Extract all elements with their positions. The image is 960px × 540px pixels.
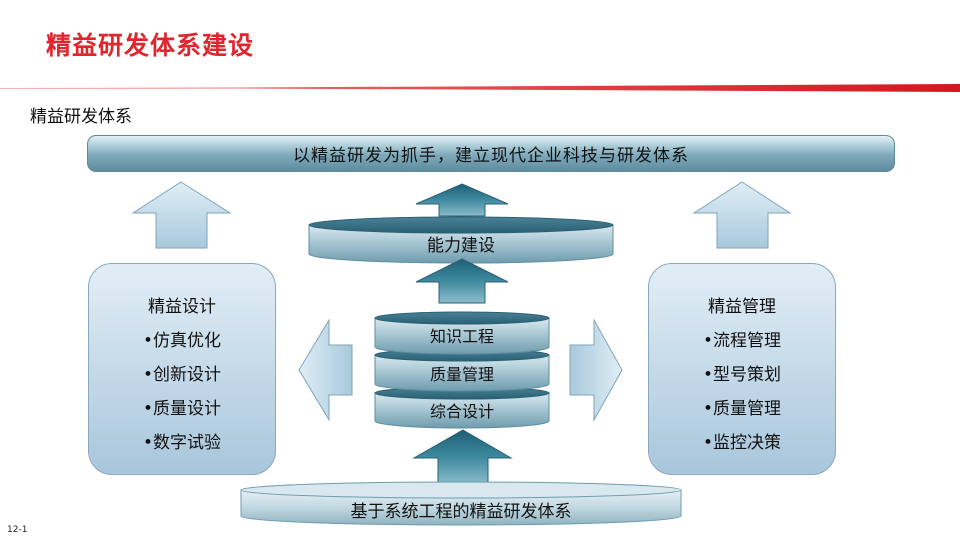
center-up-arrow-middle-icon bbox=[415, 258, 509, 304]
slide-title: 精益研发体系建设 bbox=[46, 31, 255, 60]
center-up-arrow-bottom-icon bbox=[412, 429, 513, 486]
lean-design-panel: 精益设计 •仿真优化 •创新设计 •质量设计 •数字试验 bbox=[88, 263, 276, 475]
lean-management-item: •质量管理 bbox=[702, 399, 782, 419]
capability-label: 能力建设 bbox=[427, 235, 495, 256]
quality-management-label: 质量管理 bbox=[429, 365, 494, 384]
goal-banner-text: 以精益研发为抓手，建立现代企业科技与研发体系 bbox=[293, 146, 689, 166]
stack-cylinder-top bbox=[374, 311, 550, 355]
lean-management-panel: 精益管理 •流程管理 •型号策划 •质量管理 •监控决策 bbox=[648, 263, 836, 475]
goal-banner: 以精益研发为抓手，建立现代企业科技与研发体系 bbox=[87, 135, 895, 172]
knowledge-engineering-label: 知识工程 bbox=[429, 327, 494, 346]
lean-design-item: •数字试验 bbox=[142, 433, 222, 453]
lean-management-item: •监控决策 bbox=[702, 433, 782, 453]
foundation-cylinder bbox=[240, 481, 682, 526]
lean-management-item: •流程管理 bbox=[702, 331, 782, 351]
capability-cylinder bbox=[308, 216, 614, 264]
right-arrow-icon bbox=[569, 318, 623, 422]
lean-management-heading: 精益管理 bbox=[708, 297, 776, 317]
lean-design-item: •仿真优化 bbox=[142, 331, 222, 351]
left-arrow-icon bbox=[298, 318, 353, 422]
lean-design-item: •质量设计 bbox=[142, 399, 222, 419]
title-divider bbox=[0, 84, 960, 92]
integrated-design-label: 综合设计 bbox=[429, 402, 494, 421]
page-number: 12-1 bbox=[7, 525, 28, 535]
section-caption: 精益研发体系 bbox=[30, 107, 132, 127]
center-up-arrow-top-icon bbox=[415, 183, 509, 217]
lean-design-heading: 精益设计 bbox=[148, 297, 216, 317]
lean-design-item: •创新设计 bbox=[142, 365, 222, 385]
foundation-label: 基于系统工程的精益研发体系 bbox=[350, 501, 572, 522]
right-up-arrow-icon bbox=[692, 181, 792, 249]
lean-management-item: •型号策划 bbox=[702, 365, 782, 385]
left-up-arrow-icon bbox=[131, 181, 232, 249]
